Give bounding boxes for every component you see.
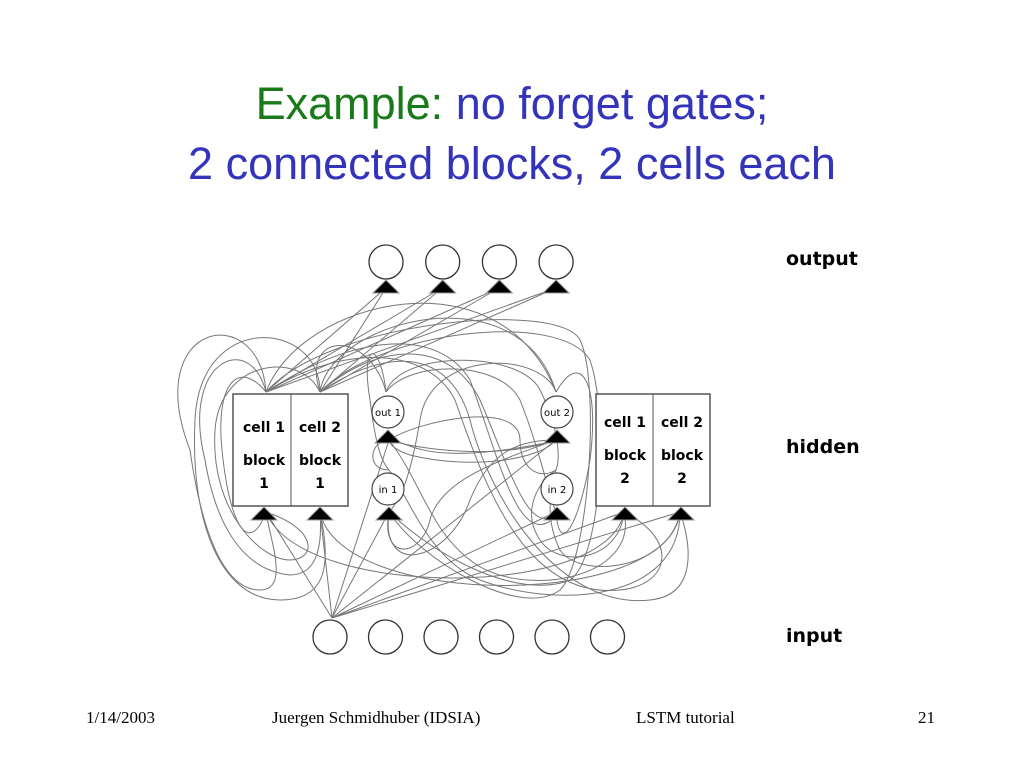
cell-input-marker — [249, 506, 279, 521]
unit-input-markers — [249, 429, 696, 521]
output-unit — [538, 244, 574, 280]
title-highlight: Example: — [255, 78, 444, 129]
block-1-cell-2-block-number: 1 — [315, 476, 325, 492]
recurrent-connection — [265, 319, 591, 599]
input-unit — [367, 619, 404, 655]
slide-title-line-1: Example: no forget gates; — [0, 78, 1024, 130]
recurrent-connection — [385, 359, 559, 471]
output-unit — [481, 244, 518, 280]
recurrent-connection — [265, 357, 663, 591]
gate-in-1: in 1 — [371, 472, 405, 506]
slide-title-line-2: 2 connected blocks, 2 cells each — [188, 138, 836, 189]
recurrent-connection — [214, 366, 321, 561]
input-unit — [478, 619, 515, 655]
input-unit — [589, 619, 626, 655]
output-unit — [425, 244, 461, 280]
connection-line — [319, 287, 557, 393]
recurrent-connection — [199, 359, 322, 576]
input-connection — [331, 511, 625, 619]
gate-label: in 1 — [379, 485, 398, 496]
recurrent-connection — [388, 439, 626, 581]
footer-author: Juergen Schmidhuber (IDSIA) — [272, 708, 481, 727]
recurrent-connection — [388, 469, 681, 596]
block-2-cell-2-block-number: 2 — [677, 471, 687, 487]
recurrent-connection — [315, 345, 387, 393]
gate-out-1: out 1 — [371, 395, 405, 429]
recurrent-connection — [388, 416, 557, 475]
block-2-cell-2-block-label: block — [661, 448, 704, 464]
connection-line — [319, 287, 443, 393]
gate-out-2: out 2 — [540, 395, 574, 429]
output-unit — [368, 244, 404, 280]
recurrent-connection — [388, 439, 557, 463]
connection-line — [265, 287, 557, 393]
block-1-cell-2-label: cell 2 — [299, 420, 341, 436]
block-1-cell-1-block-number: 1 — [259, 476, 269, 492]
input-connection — [331, 439, 390, 619]
block-2-cell-1-label: cell 1 — [604, 415, 646, 431]
layer-label-output: output — [786, 248, 858, 270]
gate-circle — [540, 395, 574, 429]
recurrent-connection — [555, 372, 594, 534]
recurrent-connection — [366, 353, 390, 471]
memory-block-1: cell 1 block 1 cell 2 block 1 — [232, 393, 349, 507]
input-connection — [319, 511, 333, 619]
input-unit — [312, 619, 348, 655]
input-layer — [312, 619, 626, 655]
block-2-cell-2-label: cell 2 — [661, 415, 703, 431]
output-unit-input-marker — [541, 279, 571, 294]
gate-circle — [371, 472, 405, 506]
cell-input-marker — [666, 506, 696, 521]
output-unit-input-marker — [428, 279, 457, 294]
input-unit — [423, 619, 459, 655]
footer-date: 1/14/2003 — [86, 708, 155, 727]
recurrent-connection — [385, 368, 557, 513]
recurrent-connection — [319, 360, 689, 602]
recurrent-connection — [387, 439, 557, 556]
block-2-cell-1-block-number: 2 — [620, 471, 630, 487]
footer-page-number: 21 — [918, 708, 935, 727]
block-1-cell-1-block-label: block — [243, 453, 286, 469]
recurrent-connection — [531, 469, 625, 558]
gate-in-2: in 2 — [540, 472, 574, 506]
memory-block-2: cell 1 block 2 cell 2 block 2 — [595, 393, 711, 507]
input-unit — [534, 619, 570, 655]
gate-circle — [371, 395, 405, 429]
gate-input-marker — [374, 506, 404, 521]
input-connection — [331, 511, 681, 619]
recurrent-connection — [265, 343, 561, 525]
recurrent-connection — [319, 511, 681, 586]
block-2-cell-1-block-label: block — [604, 448, 647, 464]
footer-topic: LSTM tutorial — [636, 708, 735, 727]
gate-input-marker — [542, 506, 572, 521]
gate-label: out 2 — [544, 408, 570, 419]
cell-input-marker — [610, 506, 640, 521]
gate-input-marker — [373, 429, 403, 444]
cell-input-marker — [305, 506, 335, 521]
layer-label-hidden: hidden — [786, 436, 860, 458]
gate-label: in 2 — [548, 485, 567, 496]
input-connection — [331, 439, 557, 619]
block-1-cell-2-block-label: block — [299, 453, 342, 469]
block-1-cell-1-label: cell 1 — [243, 420, 285, 436]
title-line-1-text: no forget gates; — [443, 78, 769, 129]
output-unit-input-marker — [485, 279, 514, 294]
input-connection — [331, 511, 557, 619]
recurrent-connection — [319, 317, 557, 393]
recurrent-connection — [388, 439, 557, 453]
layer-label-input: input — [786, 625, 843, 647]
recurrent-connection — [319, 353, 557, 519]
gate-input-marker — [542, 429, 572, 444]
input-connection — [331, 511, 390, 619]
recurrent-connection — [265, 511, 625, 579]
connection-line — [319, 287, 387, 393]
output-unit-input-marker — [371, 279, 401, 294]
gate-label: out 1 — [375, 408, 401, 419]
output-layer — [368, 244, 574, 294]
recurrent-connection — [193, 337, 326, 601]
gate-circle — [540, 472, 574, 506]
